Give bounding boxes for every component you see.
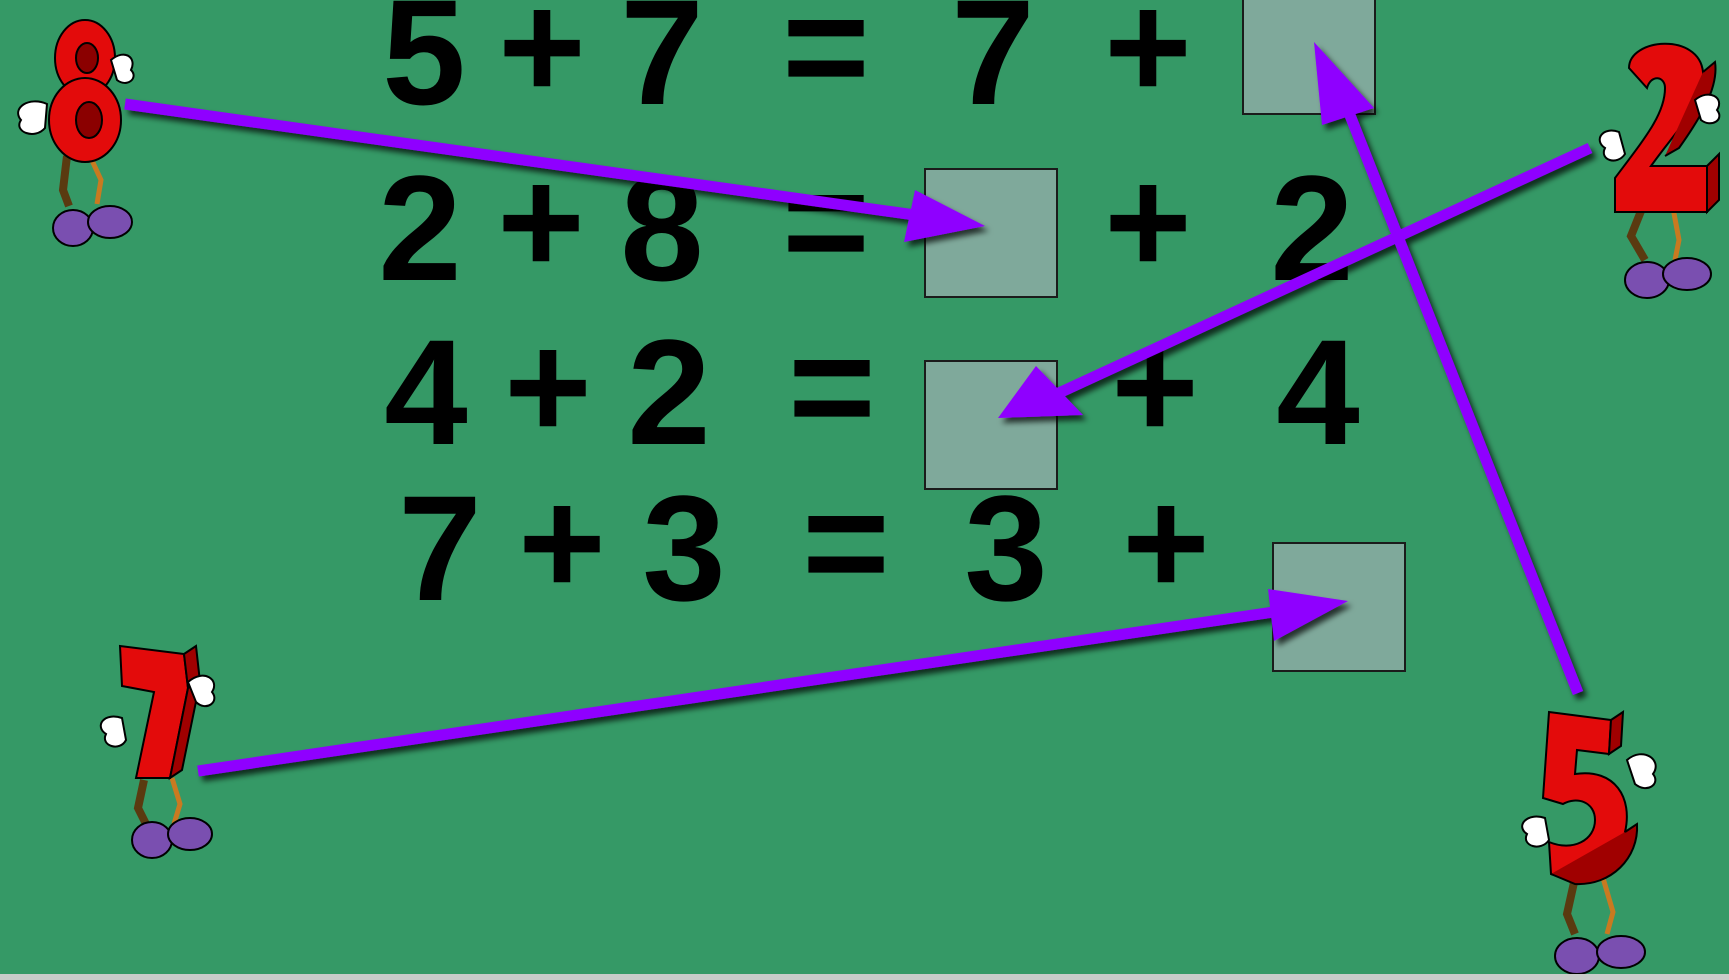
row1-plus-2: + (1104, 0, 1192, 130)
row3-a: 4 (384, 308, 468, 476)
row3-b: 2 (627, 308, 711, 476)
row4-a: 7 (398, 464, 482, 632)
row4-equals: = (802, 458, 890, 626)
number-five-character-icon[interactable] (1515, 708, 1675, 980)
arrow-two-to-row3 (998, 143, 1593, 418)
row1-a: 5 (382, 0, 466, 136)
row2-a: 2 (378, 144, 462, 312)
row1-equals: = (782, 0, 870, 130)
row1-plus-1: + (498, 0, 586, 130)
row1-b: 7 (620, 0, 704, 136)
row2-equals: = (782, 137, 870, 305)
row3-equals: = (788, 302, 876, 470)
arrow-eight-to-row2 (124, 98, 985, 242)
row3-d: 4 (1276, 308, 1360, 476)
row3-plus-1: + (504, 302, 592, 470)
number-eight-character-icon[interactable] (5, 8, 145, 258)
number-seven-character-icon[interactable] (92, 638, 237, 863)
row1-c: 7 (951, 0, 1035, 136)
row2-plus-2: + (1104, 137, 1192, 305)
bottom-strip (0, 974, 1729, 980)
row4-b: 3 (642, 464, 726, 632)
arrow-five-to-row1 (1314, 42, 1584, 696)
row4-plus-2: + (1122, 458, 1210, 626)
row4-c: 3 (964, 464, 1048, 632)
number-two-character-icon[interactable] (1595, 28, 1727, 303)
arrow-seven-to-row4 (197, 589, 1348, 777)
row4-plus-1: + (518, 458, 606, 626)
